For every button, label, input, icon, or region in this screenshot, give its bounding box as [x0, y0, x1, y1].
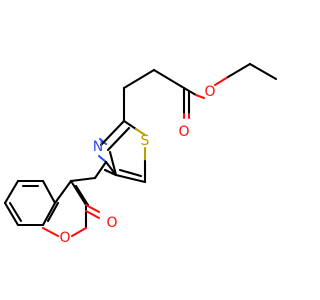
bond [108, 150, 118, 177]
bond [74, 184, 90, 207]
bond [84, 209, 101, 220]
bond [122, 68, 156, 90]
bond [3, 179, 20, 205]
bond [118, 168, 143, 178]
bond [213, 75, 230, 87]
bond [248, 62, 278, 81]
bond [46, 201, 60, 223]
bond [106, 126, 131, 152]
bond [69, 179, 88, 207]
ring-oxygen-label: O [59, 230, 70, 246]
bond [103, 168, 118, 177]
coumarin-ring-system [3, 179, 101, 238]
bond [93, 160, 108, 180]
bond [8, 201, 23, 223]
bond [70, 226, 88, 238]
bond [226, 62, 252, 79]
thiazole-nitrogen-label: N [93, 139, 103, 155]
thiazole-sulfur-label: S [141, 133, 150, 149]
bond [122, 119, 138, 131]
diagram-background [0, 0, 300, 300]
ester-oxygen-label: O [204, 84, 215, 100]
bond [152, 68, 186, 90]
ethyl-ester-group [122, 62, 278, 120]
thiazole-ring [97, 86, 147, 184]
bond [3, 201, 20, 227]
bond [134, 127, 147, 137]
bond [41, 226, 60, 238]
bond [41, 201, 57, 227]
bond [69, 176, 97, 183]
bond [104, 160, 118, 177]
bond [99, 119, 126, 147]
bond [41, 179, 57, 205]
carbonyl-oxygen-label: O [178, 124, 189, 140]
bond [97, 154, 108, 164]
bond [194, 93, 206, 100]
chemical-structure-diagram: O O N S O O [0, 0, 300, 300]
bond [84, 203, 101, 214]
lactone-carbonyl-oxygen-label: O [106, 215, 117, 231]
bond [114, 173, 147, 184]
bond [53, 179, 73, 205]
